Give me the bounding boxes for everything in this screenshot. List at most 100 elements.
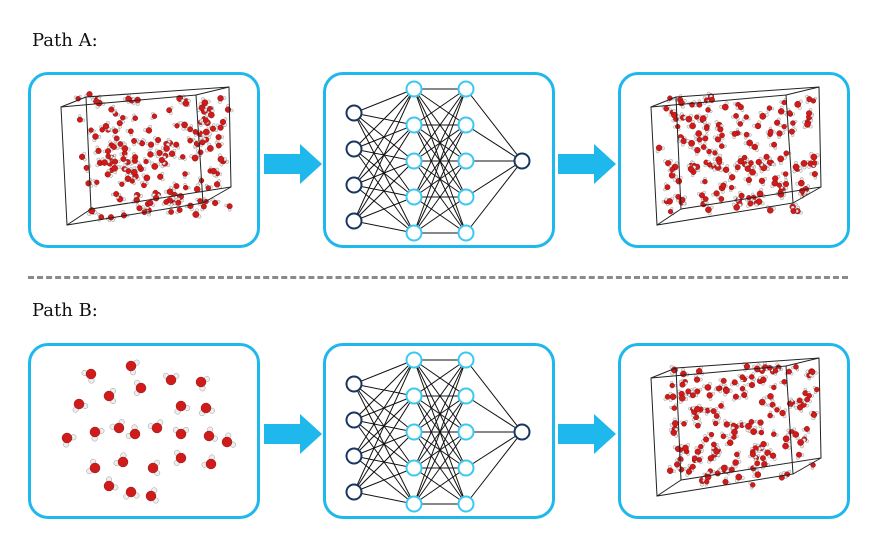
water-molecule	[776, 130, 786, 139]
arrow-icon	[264, 144, 322, 184]
water-molecule	[752, 120, 762, 130]
water-molecule	[692, 146, 701, 156]
water-molecule	[797, 438, 806, 449]
water-molecule	[743, 176, 752, 186]
water-molecule	[713, 385, 722, 394]
water-molecule	[781, 123, 789, 132]
hidden-node	[457, 459, 475, 477]
nn-edge	[353, 88, 415, 222]
water-molecule	[734, 473, 745, 483]
nn-edge	[353, 124, 415, 222]
water-molecule	[803, 396, 812, 404]
box-edges	[60, 86, 232, 226]
hidden-node	[405, 188, 423, 206]
water-molecule	[795, 177, 805, 187]
water-molecule	[93, 145, 102, 155]
water-molecule	[779, 379, 788, 387]
water-molecule	[701, 434, 710, 443]
hidden-node	[405, 351, 423, 369]
water-molecule	[732, 459, 742, 469]
water-molecule	[97, 212, 105, 222]
water-molecule	[767, 410, 775, 419]
water-molecule	[694, 136, 703, 145]
water-molecule	[767, 126, 776, 135]
water-molecule	[103, 387, 117, 405]
water-molecule	[766, 105, 775, 113]
water-molecule	[722, 476, 731, 486]
water-molecule	[779, 408, 788, 419]
nn-edge	[465, 160, 523, 198]
water-molecule	[741, 390, 749, 400]
water-molecule	[735, 104, 745, 113]
water-molecule	[201, 454, 217, 470]
water-molecule	[727, 172, 736, 183]
water-molecule	[707, 431, 715, 440]
water-molecule	[172, 181, 180, 191]
water-molecule	[174, 400, 191, 415]
output-node	[513, 152, 531, 170]
water-molecule	[173, 197, 182, 206]
input-node	[345, 212, 363, 230]
water-molecule	[767, 399, 776, 408]
water-molecule	[811, 160, 820, 168]
water-molecule	[130, 113, 138, 122]
nn-edge	[353, 88, 415, 186]
water-molecule	[666, 464, 676, 474]
water-molecule	[161, 199, 171, 206]
nn-edge	[353, 359, 415, 457]
hidden-node	[405, 116, 423, 134]
path-a-arrow-1	[264, 144, 322, 184]
output-node	[513, 423, 531, 441]
water-molecule	[712, 148, 720, 157]
water-molecule	[221, 432, 236, 448]
water-molecule	[87, 127, 96, 135]
nn-edge	[413, 467, 467, 505]
hidden-node	[405, 80, 423, 98]
path-a-label: Path A:	[32, 30, 98, 51]
water-molecule	[684, 467, 692, 477]
input-node	[345, 176, 363, 194]
water-molecule	[758, 110, 769, 120]
input-node	[345, 104, 363, 122]
water-molecule	[145, 141, 155, 151]
water-molecule	[771, 429, 779, 437]
water-molecule	[731, 113, 740, 121]
water-molecule	[196, 102, 206, 112]
input-node	[345, 447, 363, 465]
water-molecule	[102, 145, 112, 155]
water-molecule	[805, 94, 813, 104]
water-molecule	[701, 125, 710, 134]
water-molecule	[199, 402, 215, 417]
water-molecule	[61, 432, 77, 448]
water-molecule	[135, 203, 145, 212]
nn-edges	[353, 359, 523, 505]
nn-edge	[353, 467, 415, 493]
path-a-input-water-box	[28, 72, 260, 248]
water-molecule	[131, 138, 140, 147]
water-molecule	[700, 196, 709, 205]
water-molecule	[734, 450, 741, 459]
water-molecule	[178, 154, 187, 161]
water-molecule	[779, 98, 787, 106]
path-b-input-water-molecules	[28, 343, 260, 519]
water-molecule	[678, 394, 689, 404]
water-molecule	[674, 460, 683, 470]
water-molecule	[735, 120, 745, 127]
nn-edge	[413, 359, 467, 469]
water-molecule	[215, 123, 226, 131]
nn-edge	[413, 88, 467, 198]
water-molecule	[197, 137, 207, 146]
water-molecule	[213, 179, 222, 189]
water-molecule	[693, 387, 703, 395]
water-molecule	[691, 403, 702, 413]
water-molecule	[663, 182, 671, 192]
water-molecule	[171, 141, 181, 150]
water-molecule	[117, 180, 126, 187]
water-molecule	[193, 183, 203, 193]
water-molecule	[707, 160, 715, 168]
water-molecule	[690, 390, 699, 399]
hidden-node	[405, 459, 423, 477]
nn-edges	[353, 88, 523, 234]
water-molecule	[780, 178, 790, 188]
water-molecule	[86, 458, 101, 475]
